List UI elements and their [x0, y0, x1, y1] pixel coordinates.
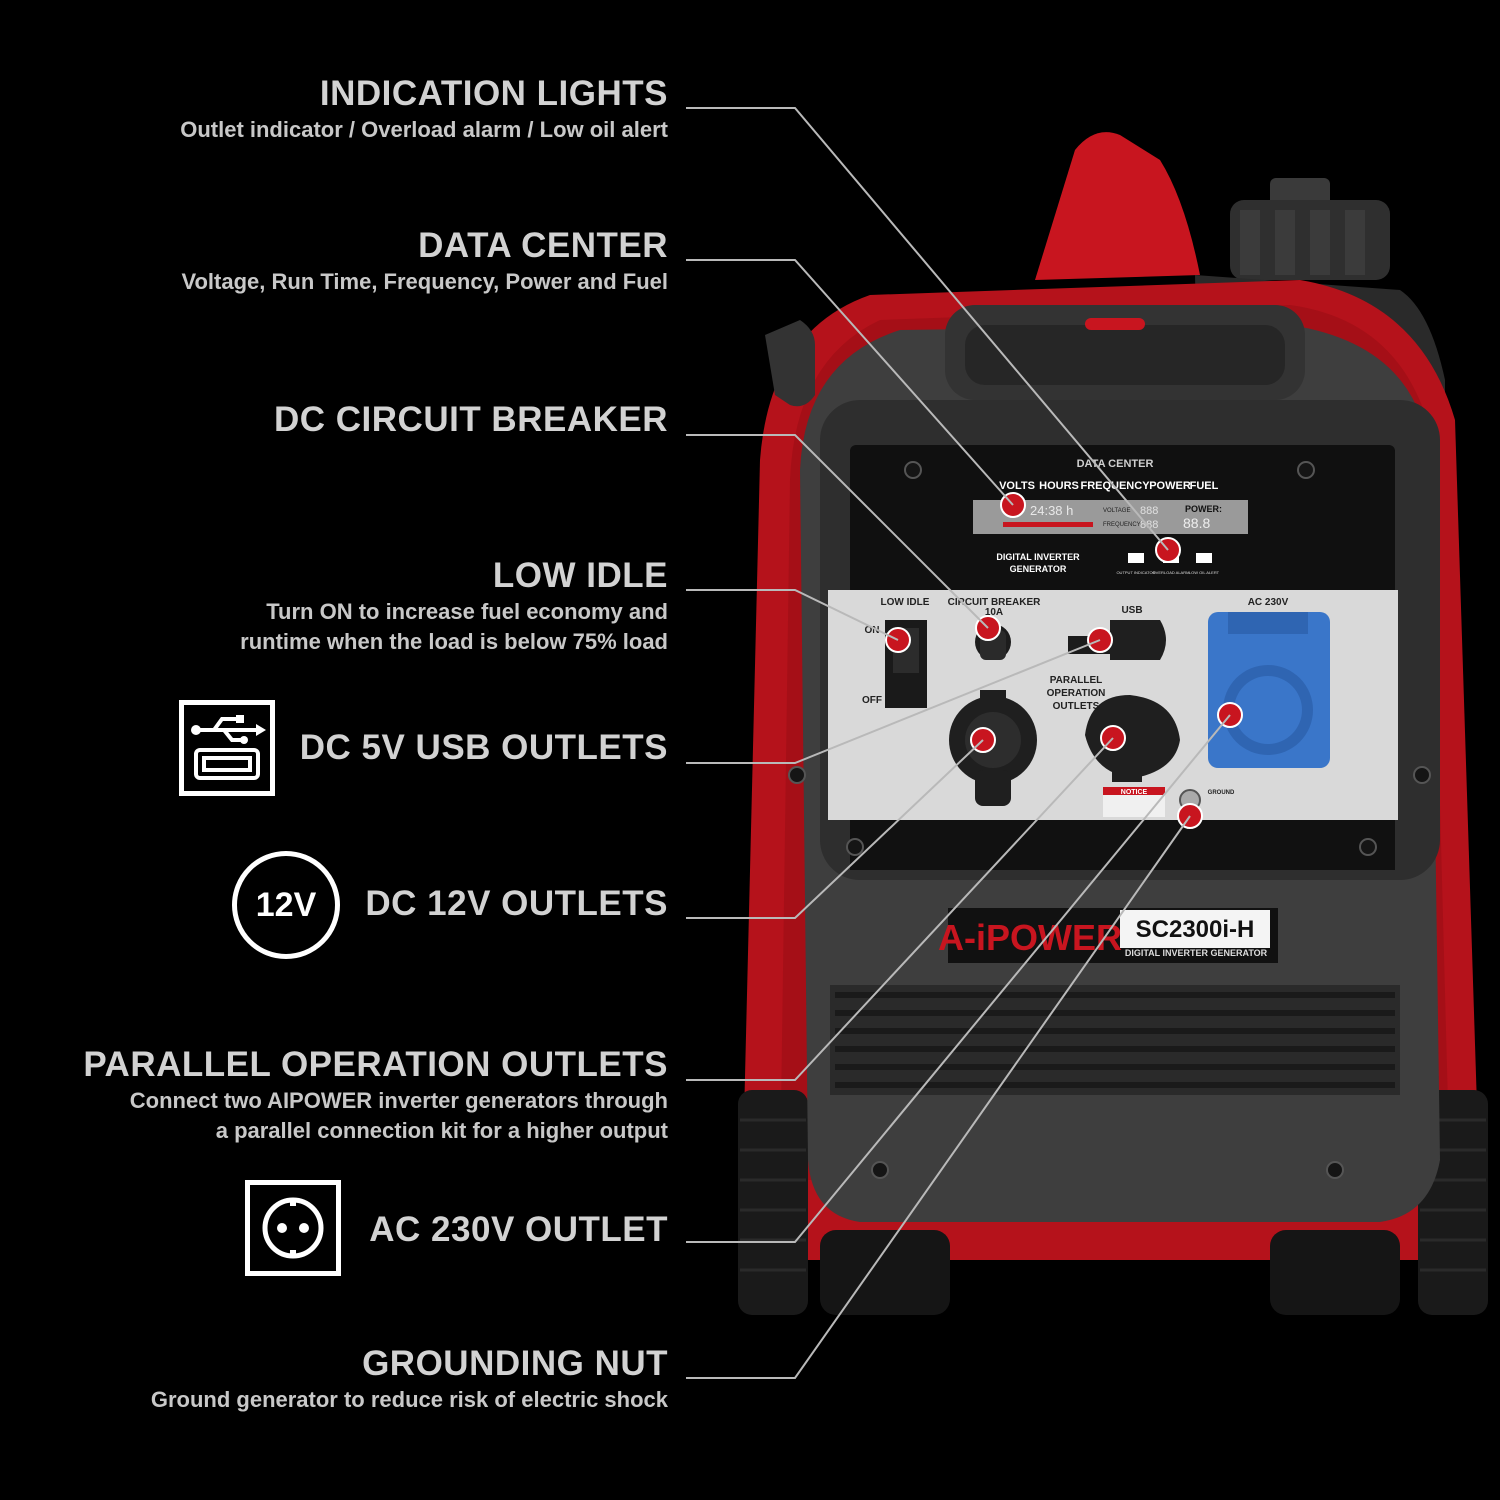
ac-title: AC 230V OUTLET: [369, 1210, 668, 1249]
lcd-hours: 24:38 h: [1030, 503, 1073, 518]
data-tabs: VOLTS HOURS FREQUENCY POWER FUEL: [999, 480, 1219, 492]
data-center-title: DATA CENTER: [418, 226, 668, 265]
fuel-cap: [1230, 178, 1390, 280]
parallel-label-1: PARALLEL: [1050, 675, 1103, 686]
grounding-subtitle: Ground generator to reduce risk of elect…: [150, 1387, 668, 1412]
ground-label: GROUND: [1208, 790, 1235, 796]
parallel-subtitle-1: Connect two AIPOWER inverter generators …: [129, 1088, 668, 1113]
carry-handle: [945, 305, 1305, 400]
grounding-title: GROUNDING NUT: [362, 1344, 668, 1383]
ac-outlet: [1208, 612, 1330, 768]
digital-label-2: GENERATOR: [1010, 564, 1067, 574]
top-handle: [1035, 132, 1200, 280]
ac230-label: AC 230V: [1248, 597, 1289, 608]
data-center-subtitle: Voltage, Run Time, Frequency, Power and …: [181, 269, 668, 294]
choke-lever: [765, 320, 815, 407]
notice-sticker: NOTICE: [1103, 787, 1165, 817]
ind-output: OUTPUT INDICATOR: [1116, 570, 1155, 575]
tab-fuel: FUEL: [1190, 480, 1219, 492]
data-center-label: DATA CENTER: [1077, 458, 1154, 470]
off-label: OFF: [862, 695, 882, 706]
breaker-label-1: CIRCUIT BREAKER: [948, 597, 1042, 608]
low-idle-subtitle-1: Turn ON to increase fuel economy and: [266, 599, 668, 624]
tab-power: POWER: [1149, 480, 1191, 492]
low-idle-title: LOW IDLE: [492, 556, 668, 595]
tab-hours: HOURS: [1039, 480, 1079, 492]
indication-lights-subtitle: Outlet indicator / Overload alarm / Low …: [180, 117, 668, 142]
dc12-icon: 12V: [232, 851, 340, 959]
vent-grille: [830, 985, 1400, 1095]
brand-logo: A-iPOWER: [938, 917, 1122, 958]
usb-title: DC 5V USB OUTLETS: [299, 728, 668, 767]
ind-overload: OVERLOAD ALARM: [1153, 570, 1190, 575]
lcd-voltage: 888: [1140, 505, 1158, 517]
parallel-outlet: [1085, 695, 1180, 782]
lcd-power: 88.8: [1183, 515, 1210, 531]
parallel-subtitle-2: a parallel connection kit for a higher o…: [215, 1118, 668, 1143]
model-sub: DIGITAL INVERTER GENERATOR: [1125, 948, 1268, 958]
indication-lights-title: INDICATION LIGHTS: [319, 74, 668, 113]
lcd-power-label: POWER:: [1185, 504, 1222, 514]
tab-volts: VOLTS: [999, 480, 1035, 492]
dc12-title: DC 12V OUTLETS: [365, 884, 668, 923]
usb-icon: [179, 700, 275, 796]
dc-circuit-breaker-title: DC CIRCUIT BREAKER: [274, 400, 668, 439]
feet: [738, 1090, 1488, 1315]
breaker-label-2: 10A: [985, 607, 1003, 618]
parallel-label-2: OPERATION: [1047, 688, 1106, 699]
leader-lines: [686, 107, 1231, 1379]
brand-plate: A-iPOWER SC2300i-H DIGITAL INVERTER GENE…: [938, 908, 1278, 963]
low-idle-subtitle-2: runtime when the load is below 75% load: [240, 629, 668, 654]
on-label: ON: [865, 625, 880, 636]
lcd-frequency-label: FREQUENCY: [1103, 522, 1141, 528]
notice-label: NOTICE: [1121, 789, 1148, 796]
model-name: SC2300i-H: [1136, 916, 1255, 943]
usb-label: USB: [1121, 605, 1142, 616]
low-idle-label: LOW IDLE: [881, 597, 930, 608]
parallel-label-3: OUTLETS: [1053, 701, 1100, 712]
lcd-voltage-label: VOLTAGE: [1103, 508, 1130, 514]
parallel-title: PARALLEL OPERATION OUTLETS: [83, 1045, 668, 1084]
digital-label-1: DIGITAL INVERTER: [996, 552, 1080, 562]
ind-lowoil: LOW OIL ALERT: [1189, 570, 1220, 575]
tab-frequency: FREQUENCY: [1080, 480, 1150, 492]
ac-socket-icon: [245, 1180, 341, 1276]
dc12-badge: 12V: [255, 885, 317, 924]
